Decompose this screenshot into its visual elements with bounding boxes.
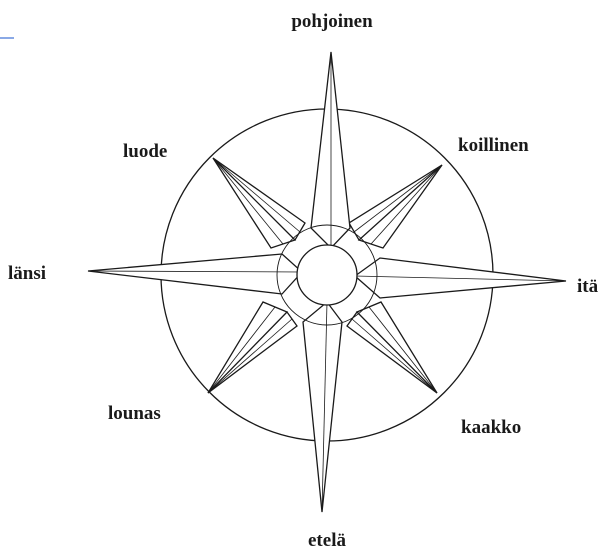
- label-west: länsi: [8, 263, 46, 284]
- label-south: etelä: [308, 530, 346, 551]
- compass-rose: [88, 52, 566, 512]
- center-circle: [297, 245, 357, 305]
- label-east: itä: [577, 276, 599, 297]
- label-southwest: lounas: [108, 403, 161, 424]
- label-northwest: luode: [123, 141, 167, 162]
- label-north: pohjoinen: [291, 11, 373, 32]
- point-southwest: [208, 302, 297, 393]
- label-southeast: kaakko: [461, 417, 521, 438]
- point-west: [88, 254, 302, 294]
- label-northeast: koillinen: [458, 135, 529, 156]
- point-east: [355, 258, 566, 298]
- point-northeast: [349, 165, 442, 248]
- point-southeast: [347, 302, 437, 393]
- point-north: [311, 52, 350, 248]
- point-northwest: [213, 158, 305, 248]
